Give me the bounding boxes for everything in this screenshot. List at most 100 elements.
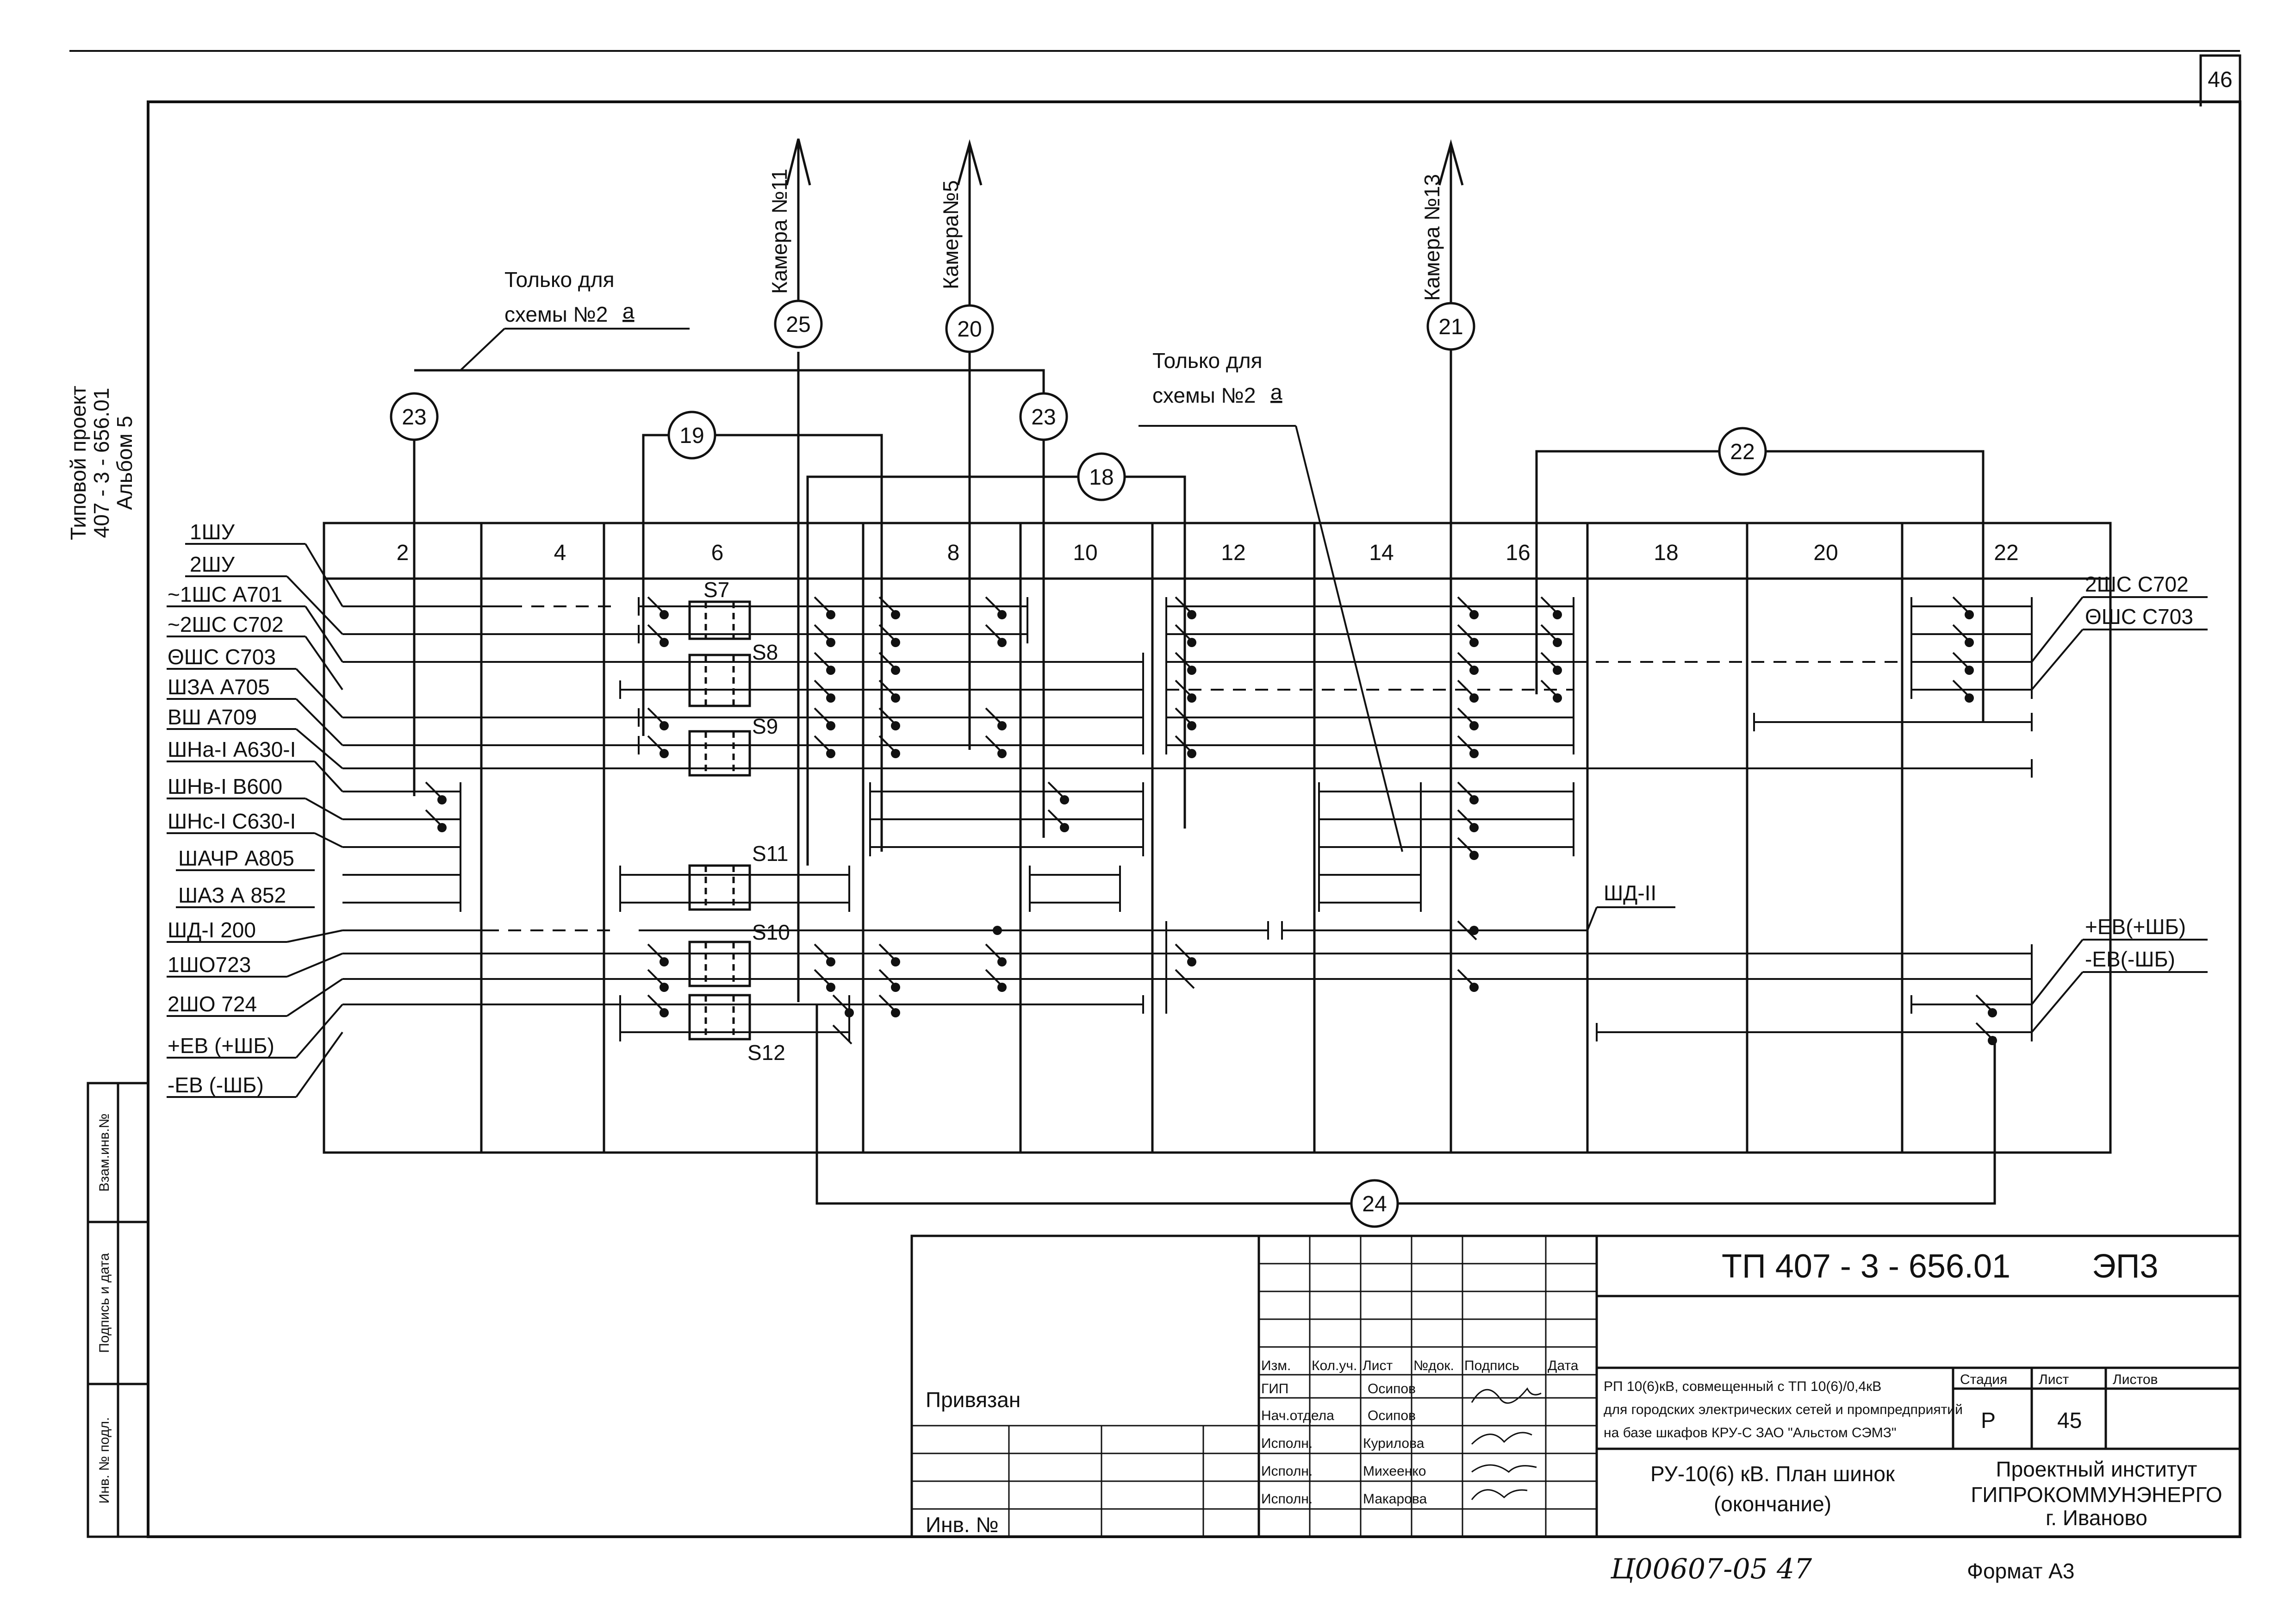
role: ГИП — [1261, 1381, 1288, 1396]
left-bus-labels: 1ШУ 2ШУ ~1ШС А701 ~2ШС С702 ΘШС С703 ШЗА… — [168, 520, 296, 1097]
name: Курилова — [1363, 1436, 1425, 1451]
bus-label: +ЕВ (+ШБ) — [168, 1034, 274, 1058]
jumper-numbers: 25 20 21 23 23 19 18 22 24 — [402, 312, 1755, 1216]
bus-label: ΘШС С703 — [168, 645, 276, 669]
cabinet-number: 22 — [1994, 541, 2018, 565]
bus-label: -ЕВ (-ШБ) — [168, 1073, 264, 1097]
note-leaders — [460, 328, 1675, 931]
drawing-frame — [147, 100, 2241, 1538]
jumper-20: 20 — [957, 317, 982, 342]
col-header: Лист — [1363, 1358, 1393, 1373]
inv-label: Инв. № — [926, 1513, 999, 1537]
bus-label: 2ШО 724 — [168, 992, 257, 1016]
sheet-header: Лист — [2039, 1372, 2069, 1387]
switch-label: S12 — [747, 1041, 785, 1065]
note-2-line-2: схемы №2 — [1152, 383, 1256, 407]
bus-label-shd-ii: ШД-II — [1604, 881, 1656, 905]
cabinet-number: 12 — [1221, 541, 1245, 565]
doc-mark: ЭП3 — [2092, 1248, 2159, 1285]
bus-label: ~1ШС А701 — [168, 582, 282, 606]
sheet-value: 45 — [2057, 1409, 2082, 1433]
switch-label: S7 — [703, 578, 729, 602]
bus-label: ШЗА А705 — [168, 675, 270, 699]
note-1-sup: а — [622, 299, 635, 323]
sheet-number: 46 — [2208, 68, 2232, 92]
side-stamp-label: Взам.инв.№ — [97, 1113, 112, 1191]
jumper-21: 21 — [1438, 315, 1463, 339]
name: Макарова — [1363, 1491, 1427, 1507]
project-desc-line: для городских электрических сетей и пром… — [1604, 1402, 1963, 1417]
switch-blades — [425, 596, 1996, 1045]
vertical-title-line: Типовой проект — [66, 386, 90, 540]
cabinet-number: 18 — [1654, 541, 1678, 565]
jumper-22: 22 — [1730, 440, 1755, 464]
notes: Только для схемы №2 а Только для схемы №… — [504, 268, 1282, 407]
cabinet-number: 6 — [711, 541, 724, 565]
col-header: Подпись — [1464, 1358, 1519, 1373]
side-stamp-labels: Взам.инв.№ Подпись и дата Инв. № подл. — [97, 1113, 112, 1503]
org-line: г. Иваново — [2046, 1506, 2147, 1530]
bus-label: 2ШС С702 — [2085, 572, 2189, 596]
switch-label: S10 — [752, 920, 790, 944]
contact-dots — [437, 610, 1997, 1045]
role: Нач.отдела — [1261, 1408, 1334, 1423]
sheet-number-box — [2199, 54, 2241, 103]
bus-label: ΘШС С703 — [2085, 605, 2193, 629]
cabinet-number: 10 — [1073, 541, 1097, 565]
vertical-title: Типовой проект 407 - 3 - 656.01 Альбом 5 — [66, 386, 137, 540]
switch-label: S8 — [752, 640, 778, 664]
sheets-header: Листов — [2113, 1372, 2158, 1387]
stage-header: Стадия — [1960, 1372, 2007, 1387]
doc-code: ТП 407 - 3 - 656.01 — [1722, 1248, 2010, 1285]
jumper-18: 18 — [1089, 465, 1114, 490]
drawing-title-line: РУ-10(6) кВ. План шинок — [1650, 1462, 1895, 1486]
cabinet-dividers — [480, 523, 1904, 1153]
label-leaders — [167, 543, 2208, 1098]
feeder-label: Камера№5 — [939, 180, 963, 289]
switch-boxes — [688, 600, 751, 1041]
bus-label: ШАЧР А805 — [178, 846, 294, 870]
cabinet-number: 2 — [397, 541, 409, 565]
bus-label: +ЕВ(+ШБ) — [2085, 915, 2186, 939]
bus-label: ВШ А709 — [168, 705, 257, 729]
cabinet-number: 4 — [554, 541, 566, 565]
bus-label: 1ШО723 — [168, 953, 251, 977]
feeder-label: Камера №11 — [767, 168, 791, 294]
bus-label: ШНв-I В600 — [168, 774, 282, 798]
switch-label: S9 — [752, 714, 778, 738]
role: Исполн. — [1261, 1436, 1313, 1451]
bus-label: ~2ШС С702 — [168, 612, 284, 636]
title-block — [910, 1234, 2241, 1538]
feeder-arrows — [785, 138, 1464, 305]
name: Михеенко — [1363, 1464, 1426, 1479]
side-stamp-label: Подпись и дата — [97, 1253, 112, 1353]
role: Исполн. — [1261, 1464, 1313, 1479]
jumper-markers — [390, 299, 1767, 1228]
org-line: ГИПРОКОММУНЭНЕРГО — [1971, 1483, 2222, 1507]
signatures — [1471, 1387, 1542, 1500]
feeder-label: Камера №13 — [1420, 174, 1444, 301]
col-header: Кол.уч. — [1312, 1358, 1357, 1373]
stage-value: Р — [1981, 1409, 1996, 1433]
vertical-title-line: Альбом 5 — [112, 416, 137, 510]
cabinet-number: 8 — [947, 541, 960, 565]
project-desc-line: на базе шкафов КРУ-С ЗАО "Альстом СЭМЗ" — [1604, 1425, 1897, 1440]
role: Исполн. — [1261, 1491, 1313, 1507]
col-header: Дата — [1548, 1358, 1579, 1373]
cabinet-numbers: 2 4 6 8 10 12 14 16 18 20 22 — [397, 541, 2019, 565]
bus-label: ШНс-I С630-I — [168, 809, 296, 833]
bus-label: -ЕВ(-ШБ) — [2085, 947, 2175, 971]
bus-label: ШАЗ А 852 — [178, 883, 286, 907]
jumper-25: 25 — [786, 312, 810, 337]
jumper-23-a: 23 — [402, 405, 426, 430]
jumper-24: 24 — [1362, 1192, 1387, 1216]
handwritten-number: Ц00607-05 47 — [1610, 1553, 1812, 1585]
bus-label: ШД-I 200 — [168, 918, 256, 942]
drawing-title-line: (окончание) — [1714, 1492, 1831, 1516]
col-header: Изм. — [1261, 1358, 1291, 1373]
vertical-title-line: 407 - 3 - 656.01 — [89, 388, 113, 538]
linked-label: Привязан — [926, 1388, 1020, 1412]
name: Осипов — [1368, 1408, 1416, 1423]
cabinet-number: 20 — [1813, 541, 1838, 565]
